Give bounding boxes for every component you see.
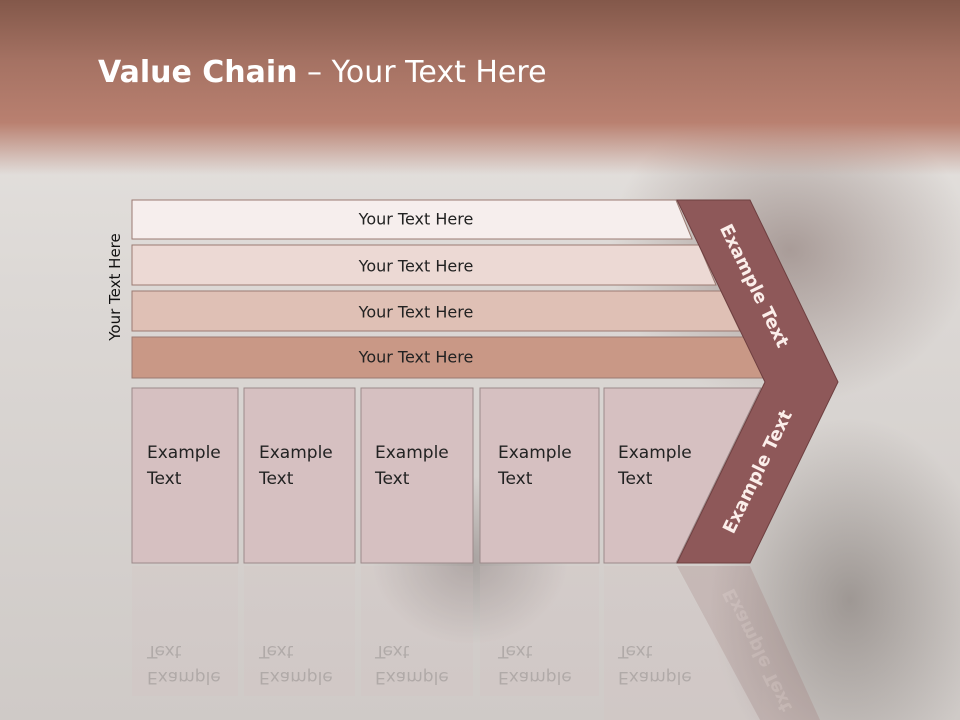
box-label-1-reflection-line1: Example <box>147 667 221 687</box>
box-label-5-reflection-line2: Text <box>618 641 653 661</box>
row-bar-1 <box>131 199 693 240</box>
box-label-5-reflection: Example Text <box>618 638 692 690</box>
box-label-1-reflection-line2: Text <box>147 641 182 661</box>
box-1 <box>131 387 239 564</box>
box-label-2-reflection-line2: Text <box>259 641 294 661</box>
row-label-1: Your Text Here <box>358 209 474 229</box>
reflection <box>132 566 820 720</box>
box-label-1-line1: Example <box>147 443 221 463</box>
box-label-3-line1: Example <box>375 443 449 463</box>
box-label-3-reflection-line1: Example <box>375 667 449 687</box>
chevron-shape <box>676 199 839 564</box>
box-5 <box>603 387 762 564</box>
header-band <box>0 0 960 175</box>
slide-title: Value Chain – Your Text Here <box>98 55 547 90</box>
title-bold: Value Chain <box>98 55 298 90</box>
row-label-2: Your Text Here <box>358 256 474 276</box>
box-4 <box>479 387 600 564</box>
box-label-2-reflection: Example Text <box>259 638 333 690</box>
box-label-2-reflection-line1: Example <box>259 667 333 687</box>
row-bar-2 <box>131 244 717 286</box>
box-label-1-line2: Text <box>147 469 182 489</box>
box-3 <box>360 387 474 564</box>
box-label-5-line2: Text <box>618 469 653 489</box>
box-label-4-reflection: Example Text <box>498 638 572 690</box>
box-label-5-reflection-line1: Example <box>618 667 692 687</box>
box-label-5-line1: Example <box>618 443 692 463</box>
box-2 <box>243 387 356 564</box>
row-label-3: Your Text Here <box>358 302 474 322</box>
box-label-4-reflection-line1: Example <box>498 667 572 687</box>
box-label-4-reflection-line2: Text <box>498 641 533 661</box>
row-label-4: Your Text Here <box>358 347 474 367</box>
box-label-4-line2: Text <box>498 469 533 489</box>
box-label-2-line1: Example <box>259 443 333 463</box>
box-label-3-reflection: Example Text <box>375 638 449 690</box>
box-label-3-reflection-line2: Text <box>375 641 410 661</box>
title-rest: – Your Text Here <box>297 55 547 90</box>
box-label-3-line2: Text <box>375 469 410 489</box>
box-label-2-line2: Text <box>259 469 294 489</box>
box-label-1-reflection: Example Text <box>147 638 221 690</box>
box-label-4-line1: Example <box>498 443 572 463</box>
